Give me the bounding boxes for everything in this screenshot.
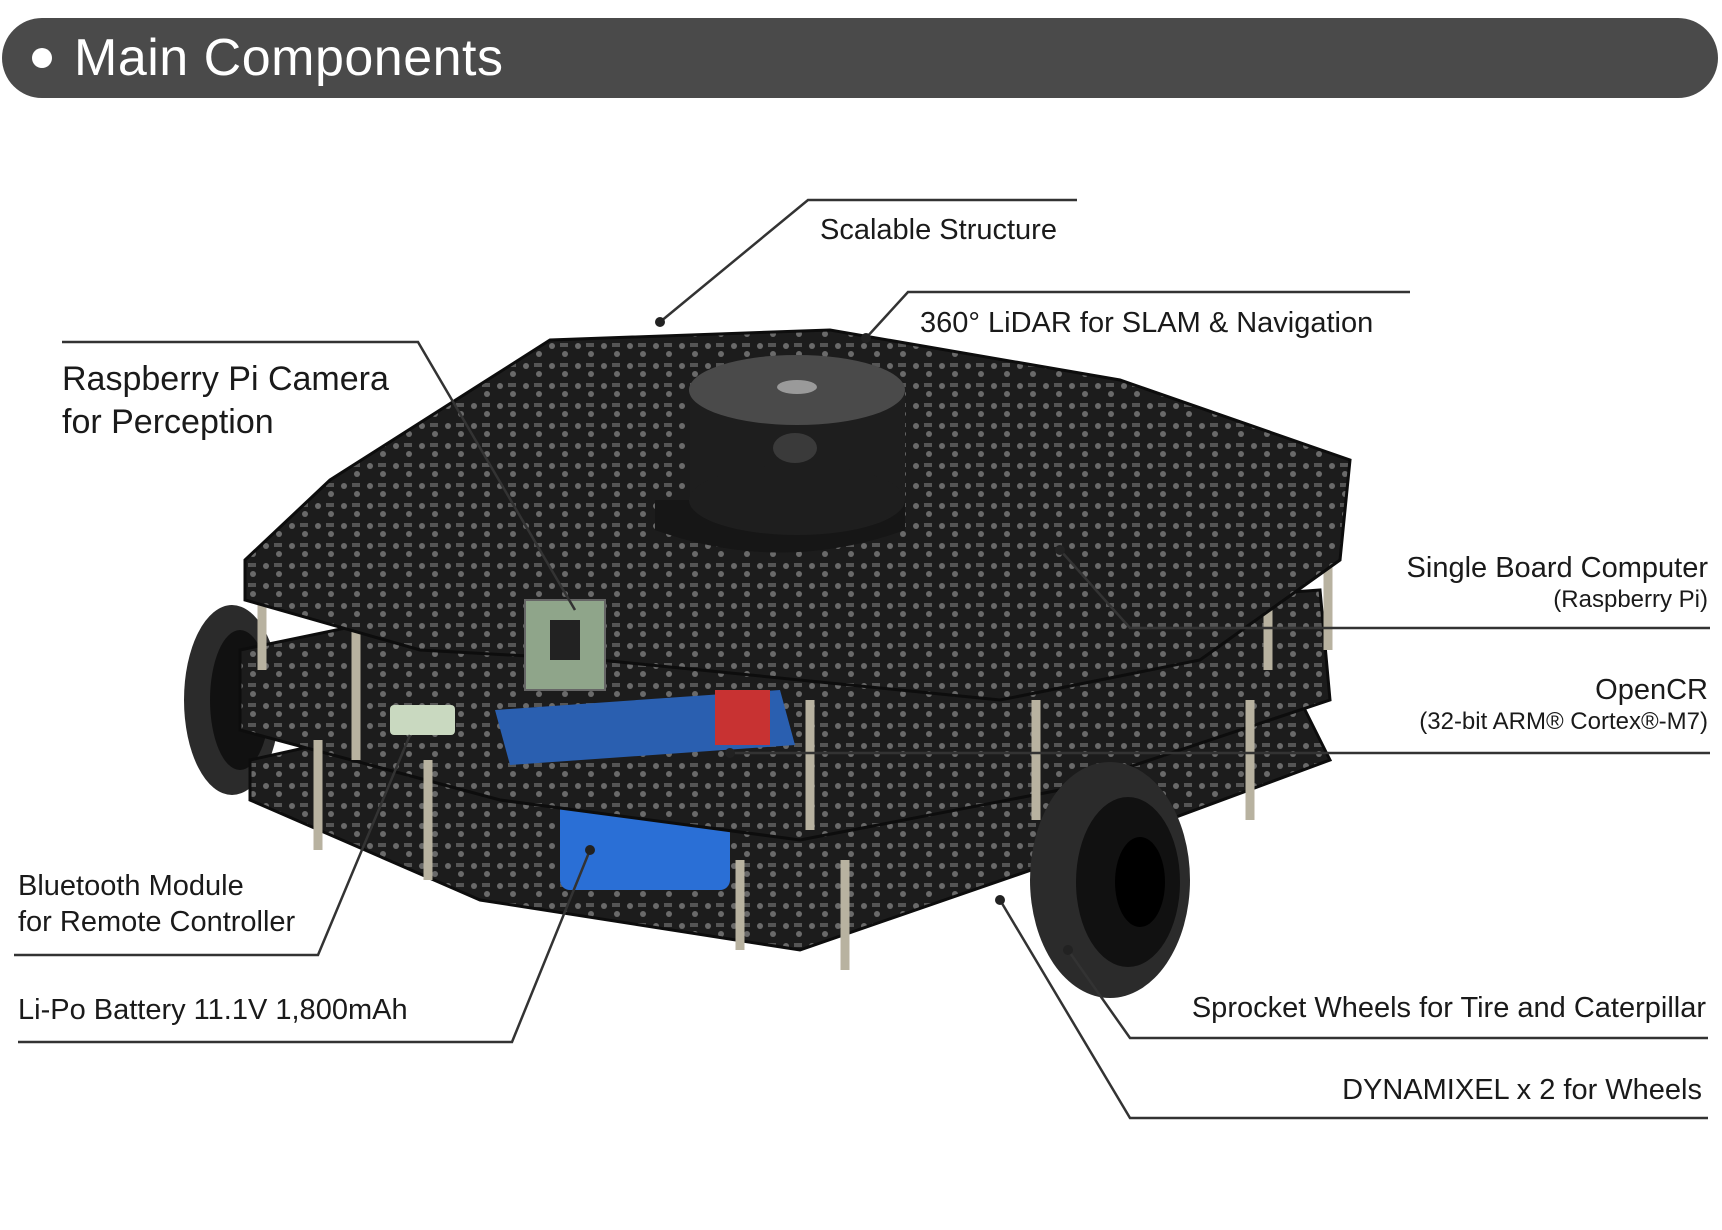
- lidar-sensor: [655, 355, 905, 553]
- label-opencr-line2: (32-bit ARM® Cortex®-M7): [1419, 708, 1708, 735]
- label-opencr: OpenCR (32-bit ARM® Cortex®-M7): [1419, 672, 1708, 736]
- label-sprocket: Sprocket Wheels for Tire and Caterpillar: [1191, 992, 1706, 1024]
- label-bluetooth: Bluetooth Module for Remote Controller: [18, 868, 295, 940]
- connector-red: [715, 690, 770, 745]
- label-camera-line2: for Perception: [62, 403, 274, 441]
- bullet-icon: [32, 48, 52, 68]
- right-wheel: [1030, 762, 1190, 998]
- label-battery: Li-Po Battery 11.1V 1,800mAh: [18, 994, 408, 1026]
- label-camera: Raspberry Pi Camera for Perception: [62, 358, 389, 444]
- section-header: Main Components: [2, 18, 1718, 98]
- leader-lines: [14, 198, 1710, 1120]
- page-title: Main Components: [74, 29, 504, 87]
- camera-module: [524, 599, 606, 691]
- label-opencr-line1: OpenCR: [1595, 674, 1708, 706]
- label-sbc-line1: Single Board Computer: [1406, 552, 1708, 584]
- bluetooth-board: [390, 705, 455, 735]
- label-lidar: 360° LiDAR for SLAM & Navigation: [920, 307, 1374, 339]
- label-scalable-structure: Scalable Structure: [820, 214, 1057, 246]
- label-dynamixel: DYNAMIXEL x 2 for Wheels: [1342, 1074, 1702, 1106]
- leader-dots: [585, 317, 1073, 955]
- label-camera-line1: Raspberry Pi Camera: [62, 360, 389, 398]
- label-bluetooth-line1: Bluetooth Module: [18, 870, 244, 902]
- label-sbc-line2: (Raspberry Pi): [1553, 586, 1708, 613]
- label-bluetooth-line2: for Remote Controller: [18, 906, 296, 938]
- label-sbc: Single Board Computer (Raspberry Pi): [1407, 550, 1708, 614]
